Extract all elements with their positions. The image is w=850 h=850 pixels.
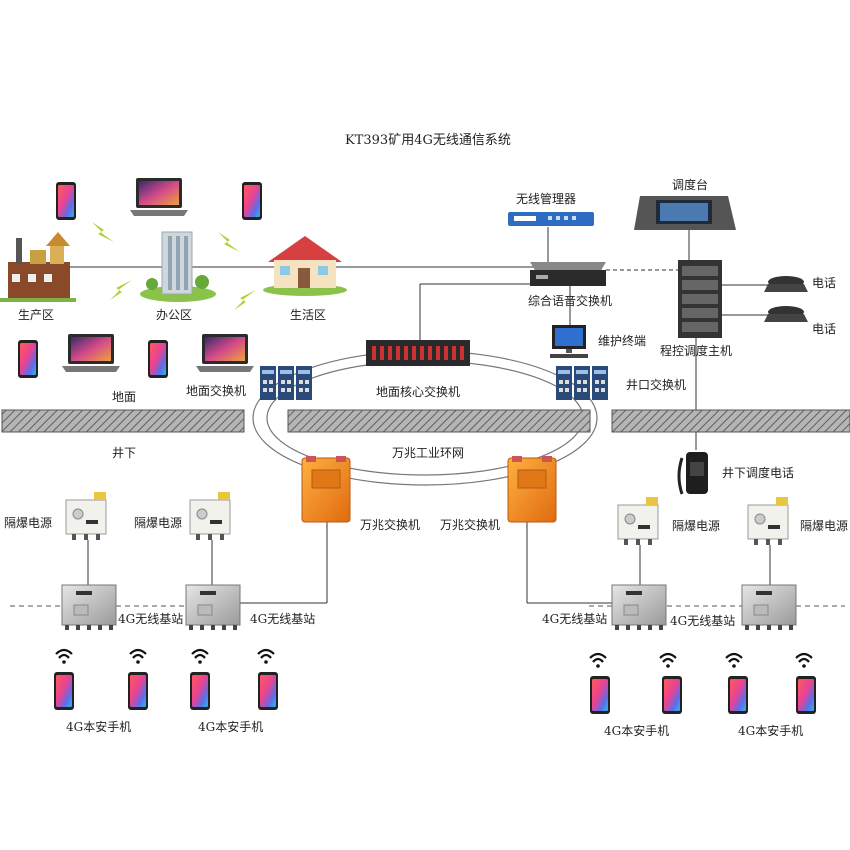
base-station-icon [185,584,241,631]
label-dispatch-console: 调度台 [672,178,709,192]
base-station-icon [61,584,117,631]
label-phone-group: 4G本安手机 [198,720,264,734]
label-gigabit-switch-left: 万兆交换机 [360,518,421,532]
label-integrated-voice-switch: 综合语音交换机 [528,294,613,308]
ground-bar-left [1,409,245,433]
base-station-icon [611,584,667,631]
label-base-station: 4G无线基站 [250,612,316,626]
intrinsically-safe-phone-icon [54,672,74,710]
label-maintenance-terminal: 维护终端 [598,334,647,348]
connection-lines [70,227,771,604]
surface-phone-icon [56,182,76,220]
surface-phone-icon [148,340,168,378]
wireless-signal-icon [234,290,256,310]
intrinsically-safe-phone-icon [128,672,148,710]
factory-icon [0,232,76,302]
diagram-title: KT393矿用4G无线通信系统 [345,133,511,148]
desk-telephone-icon [764,276,808,292]
laptop-icon [130,178,188,216]
signal-waves-icon [724,652,744,669]
label-flameproof-psu: 隔爆电源 [4,516,53,530]
label-flameproof-psu: 隔爆电源 [800,519,849,533]
surface-phone-icon [242,182,262,220]
label-underground: 井下 [112,446,137,460]
dispatch-console-device [634,196,736,230]
label-flameproof-psu: 隔爆电源 [672,519,721,533]
house-icon [263,236,347,296]
surface-core-switch-device [366,340,470,366]
industrial-switch-icon [278,366,294,400]
label-phone-group: 4G本安手机 [66,720,132,734]
intrinsically-safe-phone-icon [796,676,816,714]
label-base-station: 4G无线基站 [118,612,184,626]
laptop-icon [196,334,254,372]
laptop-icon [62,334,120,372]
label-wireless-manager: 无线管理器 [516,192,577,206]
flameproof-power-supply-icon [747,496,789,546]
intrinsically-safe-phone-icon [728,676,748,714]
surface-phone-icon [18,340,38,378]
wireless-manager-device [508,212,594,226]
office-building-icon [140,231,216,302]
maintenance-terminal-device [550,325,588,358]
intrinsically-safe-phone-icon [190,672,210,710]
label-underground-dispatch-phone: 井下调度电话 [722,466,795,480]
intrinsically-safe-phone-icon [662,676,682,714]
signal-waves-icon [54,648,74,665]
label-phone-group: 4G本安手机 [604,724,670,738]
label-living-area: 生活区 [290,308,327,322]
intrinsically-safe-phone-icon [590,676,610,714]
flameproof-power-supply-icon [65,491,107,541]
label-telephone: 电话 [812,276,837,290]
flameproof-power-supply-icon [189,491,231,541]
label-gigabit-switch-right: 万兆交换机 [440,518,501,532]
ground-bar-right [611,409,850,433]
industrial-switch-icon [296,366,312,400]
gigabit-switch-right-device [507,456,557,523]
signal-waves-icon [128,648,148,665]
label-base-station: 4G无线基站 [542,612,608,626]
label-surface: 地面 [112,390,137,404]
label-production-area: 生产区 [18,308,55,322]
pbx-rack-device [678,260,722,338]
ground-bar-center [287,409,591,433]
intrinsically-safe-phone-icon [258,672,278,710]
label-ring-network: 万兆工业环网 [392,446,465,460]
signal-waves-icon [794,652,814,669]
wireless-signal-icon [218,232,240,252]
label-shaft-switch: 井口交换机 [626,378,687,392]
label-surface-core-switch: 地面核心交换机 [376,385,461,399]
underground-dispatch-phone-icon [677,452,708,495]
gigabit-switch-left-device [301,456,351,523]
desk-telephone-icon [764,306,808,322]
label-pbx-dispatch-host: 程控调度主机 [660,344,733,358]
label-flameproof-psu: 隔爆电源 [134,516,183,530]
integrated-voice-switch-device [530,262,606,286]
label-office-area: 办公区 [156,308,193,322]
industrial-switch-icon [574,366,590,400]
label-base-station: 4G无线基站 [670,614,736,628]
industrial-switch-icon [556,366,572,400]
label-phone-group: 4G本安手机 [738,724,804,738]
wireless-signal-icon [92,222,114,242]
base-station-icon [741,584,797,631]
signal-waves-icon [256,648,276,665]
industrial-switch-icon [592,366,608,400]
industrial-switch-icon [260,366,276,400]
label-telephone: 电话 [812,322,837,336]
label-surface-switch: 地面交换机 [186,384,247,398]
signal-waves-icon [190,648,210,665]
wireless-signal-icon [110,280,132,300]
signal-waves-icon [658,652,678,669]
flameproof-power-supply-icon [617,496,659,546]
signal-waves-icon [588,652,608,669]
